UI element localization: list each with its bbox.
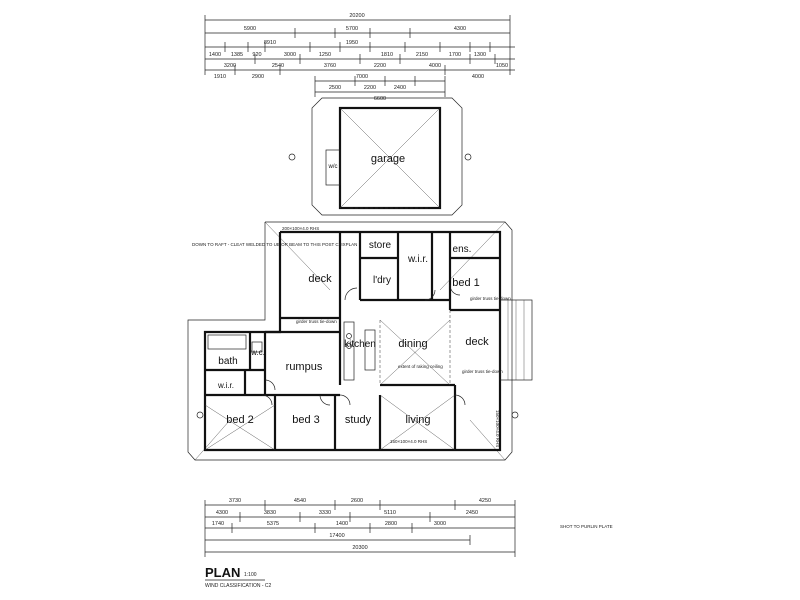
dim-bottom-overall: 20300	[352, 545, 367, 551]
room-study: study	[345, 414, 372, 426]
room-wir-master: w.i.r.	[407, 254, 428, 265]
room-labels: store w.i.r. ens. deck l'dry bed 1 kitch…	[217, 240, 489, 426]
dim-top-overall: 20200	[349, 13, 364, 19]
dim-bottom-row2-b: 3830	[264, 510, 276, 516]
section-marker-icon	[288, 153, 296, 161]
dim-top-row4-c: 3760	[324, 63, 336, 69]
doors	[261, 284, 466, 406]
note-col-deck: 150×100×4.0 RHS	[495, 410, 500, 447]
dim-bottom-row3-d: 2800	[385, 521, 397, 527]
room-bed2: bed 2	[226, 414, 254, 426]
house-outline	[187, 221, 513, 461]
dim-top-row3-g: 2150	[416, 52, 428, 58]
dim-garage-a: 2500	[329, 85, 341, 91]
dim-top-row2-b: 1950	[346, 40, 358, 46]
section-marker-icon	[464, 153, 472, 161]
room-wc-bath: w.c.	[250, 348, 265, 357]
note-girder-truss-3: girder truss tie-down	[462, 369, 503, 374]
section-markers	[196, 411, 519, 419]
dim-bottom-row3-c: 1400	[336, 521, 348, 527]
plan-wind-classification: WIND CLASSIFICATION - C2	[205, 583, 272, 589]
dim-top-row3-c: 920	[252, 52, 261, 58]
room-bed3: bed 3	[292, 414, 320, 426]
dim-top-row5-b: 2900	[252, 74, 264, 80]
room-wir-bed2: w.i.r.	[217, 381, 234, 390]
ceiling-lines	[204, 319, 456, 451]
plan-title: PLAN	[205, 565, 240, 580]
room-deck-e: deck	[465, 336, 489, 348]
east-deck	[499, 299, 533, 381]
dim-garage-overall: 6600	[374, 96, 386, 102]
bath-fitout	[207, 334, 263, 353]
dim-bottom-row2-e: 2450	[466, 510, 478, 516]
room-store: store	[369, 240, 392, 251]
dim-bottom-row1-b: 4540	[294, 498, 306, 504]
dim-garage-c: 2400	[394, 85, 406, 91]
room-garage: garage	[371, 153, 405, 165]
room-living: living	[405, 414, 430, 426]
room-rumpus: rumpus	[286, 361, 323, 373]
dim-bottom-row3-a: 1740	[212, 521, 224, 527]
title-block: PLAN 1:100 WIND CLASSIFICATION - C2	[205, 565, 272, 589]
dim-bottom-row1-d: 4250	[479, 498, 491, 504]
dim-top-row3-b: 1385	[231, 52, 243, 58]
drawing-notes: DOWN TO RAFT - CLEAT WELDED TO UB OR BEA…	[192, 226, 613, 529]
dim-top-row3-d: 3000	[284, 52, 296, 58]
house-walls	[203, 230, 502, 452]
dim-top-row4-b: 2540	[272, 63, 284, 69]
dim-top-row4-a: 3200	[224, 63, 236, 69]
note-beam-top: 200×100×4.0 RHS	[282, 226, 319, 231]
dim-bottom-row1-a: 3730	[229, 498, 241, 504]
note-extent-ceiling: extent of raking ceiling	[398, 364, 443, 369]
room-wc-garage: w/c	[328, 164, 338, 170]
room-kitchen: kitchen	[344, 339, 376, 350]
room-ens: ens.	[453, 244, 472, 255]
dim-top-row4-d: 2200	[374, 63, 386, 69]
dim-bottom-row2-c: 3330	[319, 510, 331, 516]
dim-top-row4-e: 4000	[429, 63, 441, 69]
dim-top-row3-h: 1700	[449, 52, 461, 58]
dim-bottom-row3-e: 3000	[434, 521, 446, 527]
note-strut: SHOT TO PURLIN PLATE	[560, 524, 613, 529]
note-girder-truss-2: girder truss tie-down	[470, 296, 511, 301]
plan-scale: 1:100	[244, 572, 257, 578]
dim-top-row5-c: 7000	[356, 74, 368, 80]
garage-block: garage w/c	[288, 97, 472, 216]
top-dimension-lines: 20200 5900 5700 4300 8910 1950 1400 1385…	[204, 13, 515, 102]
bottom-dimension-lines: 3730 4540 2600 4250 4300 3830 3330 5110 …	[204, 498, 516, 557]
dim-bottom-row1-c: 2600	[351, 498, 363, 504]
dim-top-row3-i: 1300	[474, 52, 486, 58]
dim-top-row3-a: 1400	[209, 52, 221, 58]
dim-top-row5-d: 4000	[472, 74, 484, 80]
dim-top-row1-c: 4300	[454, 26, 466, 32]
dim-bottom-row3-b: 5375	[267, 521, 279, 527]
dim-top-row4-f: 1050	[496, 63, 508, 69]
section-marker-icon	[196, 411, 204, 419]
room-dining: dining	[398, 338, 427, 350]
dim-top-row1-b: 5700	[346, 26, 358, 32]
note-girder-truss-1: girder truss tie-down	[296, 319, 337, 324]
dim-top-row5-a: 1910	[214, 74, 226, 80]
kitchen-fitout	[343, 321, 376, 381]
section-marker-icon	[511, 411, 519, 419]
room-deck-nw: deck	[308, 273, 332, 285]
dim-top-row3-e: 1250	[319, 52, 331, 58]
dim-bottom-row2-d: 5110	[384, 510, 396, 516]
dim-top-row1-a: 5900	[244, 26, 256, 32]
dim-top-row3-f: 1810	[381, 52, 393, 58]
dim-bottom-row2-a: 4300	[216, 510, 228, 516]
note-beam-living: 150×100×4.0 RHS	[390, 439, 427, 444]
room-bed1: bed 1	[452, 277, 480, 289]
dim-top-row2-a: 8910	[264, 40, 276, 46]
room-ldry: l'dry	[373, 275, 391, 286]
note-downpipe: DOWN TO RAFT - CLEAT WELDED TO UB OR BEA…	[192, 242, 357, 247]
dim-garage-b: 2200	[364, 85, 376, 91]
dim-bottom-sub: 17400	[329, 533, 344, 539]
room-bath: bath	[218, 356, 237, 367]
